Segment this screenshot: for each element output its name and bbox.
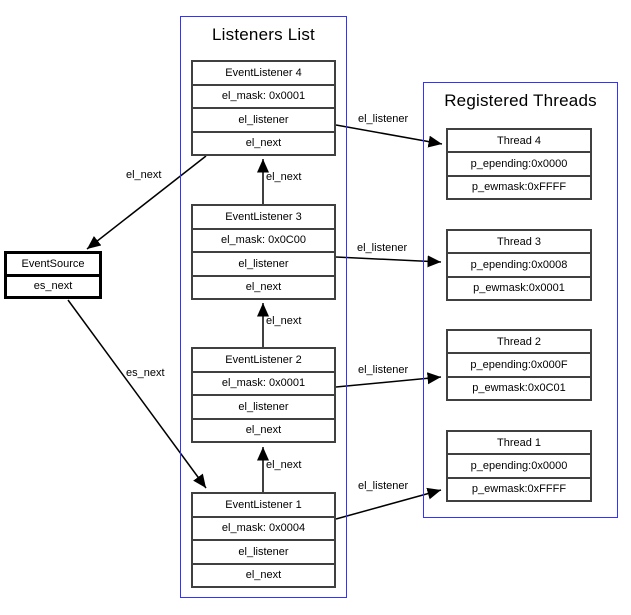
el-mask-field: el_mask: 0x0C00 (193, 230, 334, 253)
edge-label-el-next-2-3: el_next (266, 315, 302, 327)
edge-label-es-next: es_next (126, 367, 165, 379)
thread-title: Thread 3 (448, 231, 590, 255)
arrow-el4-listener-to-thread4 (335, 124, 443, 148)
p-epending-field: p_epending:0x0000 (448, 153, 590, 177)
el-next-field: el_next (245, 424, 282, 437)
el-mask-field: el_mask: 0x0004 (193, 518, 334, 541)
p-ewmask-field: p_ewmask:0xFFFF (471, 483, 567, 496)
thread-4-box: Thread 4 p_epending:0x0000 p_ewmask:0xFF… (446, 128, 592, 200)
listener-title: EventListener 3 (193, 206, 334, 230)
p-ewmask-field: p_ewmask:0x0C01 (472, 382, 566, 395)
event-source-box: EventSource es_next (4, 251, 102, 299)
el-mask-field: el_mask: 0x0001 (193, 373, 334, 396)
edge-label-el-next-1-2: el_next (266, 459, 302, 471)
el-next-field: el_next (245, 281, 282, 294)
el-next-field: el_next (245, 569, 282, 582)
event-listener-3-box: EventListener 3 el_mask: 0x0C00 el_liste… (191, 204, 336, 300)
thread-3-box: Thread 3 p_epending:0x0008 p_ewmask:0x00… (446, 229, 592, 301)
thread-title: Thread 4 (448, 130, 590, 154)
thread-title: Thread 2 (448, 331, 590, 355)
event-listener-2-box: EventListener 2 el_mask: 0x0001 el_liste… (191, 347, 336, 443)
listeners-list-title: Listeners List (212, 25, 315, 44)
thread-title: Thread 1 (448, 432, 590, 456)
edge-label-el-next-3-4: el_next (266, 171, 302, 183)
el-mask-field: el_mask: 0x0001 (193, 86, 334, 109)
p-epending-field: p_epending:0x0000 (448, 455, 590, 479)
edge-label-el-listener-1: el_listener (358, 480, 409, 492)
edge-label-el-listener-2: el_listener (358, 364, 409, 376)
el-next-field: el_next (245, 137, 282, 150)
event-listener-4-box: EventListener 4 el_mask: 0x0001 el_liste… (191, 60, 336, 156)
event-listener-1-box: EventListener 1 el_mask: 0x0004 el_liste… (191, 492, 336, 588)
p-ewmask-field: p_ewmask:0xFFFF (471, 181, 567, 194)
p-ewmask-field: p_ewmask:0x0001 (473, 282, 565, 295)
arrow-el4-next-to-eventsource (86, 155, 207, 250)
listener-title: EventListener 1 (193, 494, 334, 518)
p-epending-field: p_epending:0x0008 (448, 254, 590, 278)
el-listener-field: el_listener (193, 396, 334, 420)
edge-label-el-listener-3: el_listener (357, 242, 408, 254)
el-listener-field: el_listener (193, 541, 334, 565)
arrow-es-next-to-el1 (67, 299, 207, 489)
registered-threads-title: Registered Threads (444, 91, 597, 110)
es-next-field: es_next (33, 280, 73, 293)
thread-2-box: Thread 2 p_epending:0x000F p_ewmask:0x0C… (446, 329, 592, 401)
el-listener-field: el_listener (193, 109, 334, 133)
el-listener-field: el_listener (193, 253, 334, 277)
edge-label-el-listener-4: el_listener (358, 113, 409, 125)
listener-title: EventListener 4 (193, 62, 334, 86)
thread-1-box: Thread 1 p_epending:0x0000 p_ewmask:0xFF… (446, 430, 592, 502)
edge-label-el-next-to-source: el_next (126, 169, 162, 181)
event-source-title: EventSource (7, 254, 99, 277)
registered-threads-panel: Registered Threads (423, 82, 618, 518)
listeners-list-panel: Listeners List (180, 16, 347, 598)
listener-title: EventListener 2 (193, 349, 334, 373)
p-epending-field: p_epending:0x000F (448, 354, 590, 378)
